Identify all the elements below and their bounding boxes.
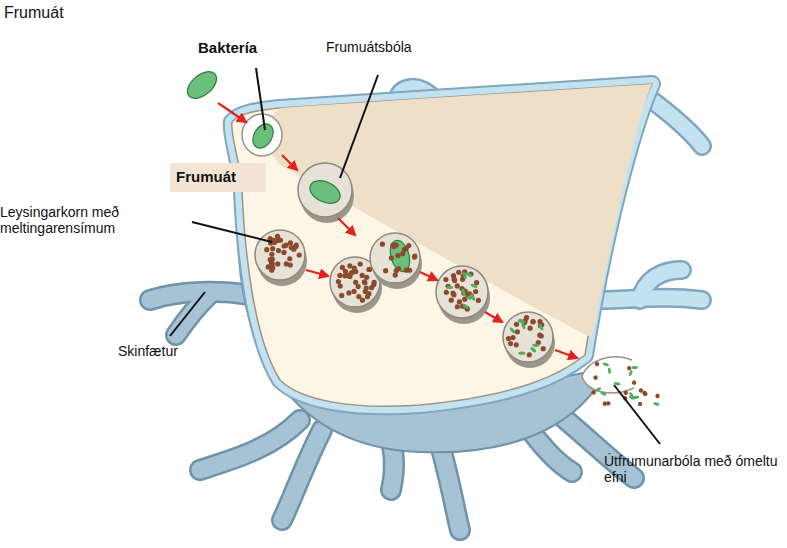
part-label: Útfrumunarbóla með ómeltu efni <box>604 453 784 485</box>
leader-line <box>170 68 660 444</box>
cell-membrane <box>232 84 652 406</box>
forming-vesicle <box>242 114 282 156</box>
part-label: Skinfætur <box>118 343 228 359</box>
diagram-title: Frumuát <box>4 4 64 22</box>
vesicle <box>255 163 555 368</box>
exocytosis-opening <box>582 357 634 393</box>
part-label: Leysingarkorn með meltingarensímum <box>0 204 175 236</box>
cell-body <box>232 84 652 406</box>
label-box: Frumuát <box>170 163 266 192</box>
enzyme-granules <box>264 234 660 407</box>
cell-membrane <box>232 84 652 406</box>
part-label: Frumuátsbóla <box>326 39 466 55</box>
part-label: Baktería <box>198 39 308 56</box>
node-text: Frumuát <box>176 168 260 185</box>
process-arrow <box>218 103 577 358</box>
cell-upper <box>267 84 652 338</box>
